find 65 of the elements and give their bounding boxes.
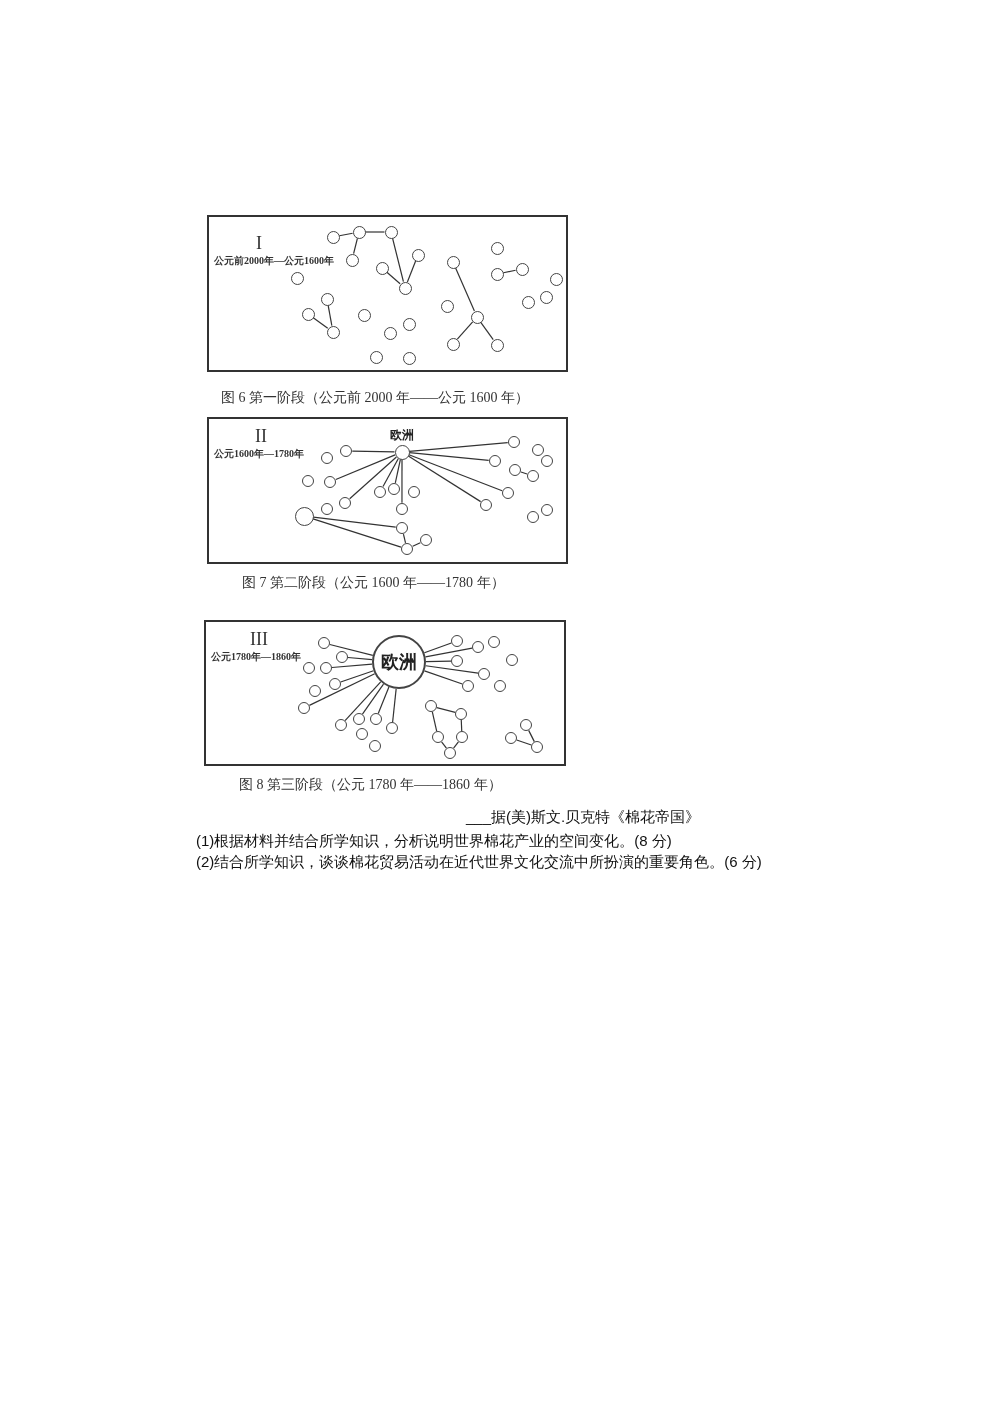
connector-line [382, 457, 399, 488]
connector-line [455, 267, 475, 312]
panel-frame [207, 215, 568, 372]
connector-line [407, 455, 482, 503]
connector-line [423, 642, 452, 654]
connector-line [516, 739, 532, 746]
connector-line [335, 454, 396, 481]
connector-line [327, 304, 333, 327]
connector-line [312, 518, 402, 548]
connector-line [392, 688, 397, 723]
source-citation: ___据(美)斯文.贝克特《棉花帝国》 [466, 808, 701, 826]
connector-line [402, 533, 407, 544]
figure-caption: 图 6 第一阶段（公元前 2000 年——公元 1600 年） [221, 390, 529, 406]
connector-line [460, 719, 463, 732]
connector-line [502, 269, 517, 274]
connector-line [312, 516, 397, 528]
connector-line [351, 450, 396, 453]
connector-line [308, 673, 376, 706]
connector-line [480, 321, 494, 341]
connector-line [347, 656, 373, 661]
connector-line [340, 670, 375, 683]
node-label: 欧洲 [389, 426, 415, 443]
panel-frame [204, 620, 566, 766]
connector-line [408, 452, 490, 461]
connector-line [364, 231, 386, 233]
figure-caption: 图 7 第二阶段（公元 1600 年——1780 年） [242, 575, 505, 591]
figure-caption: 图 8 第三阶段（公元 1780 年——1860 年） [239, 777, 502, 793]
connector-line [528, 729, 535, 743]
connector-line [408, 454, 503, 492]
question-text: (1)根据材料并结合所学知识，分析说明世界棉花产业的空间变化。(8 分) [196, 832, 672, 850]
roman-numeral: II [255, 427, 267, 445]
connector-line [425, 660, 452, 663]
connector-line [453, 741, 459, 749]
labeled-circle: 欧洲 [372, 635, 426, 689]
roman-numeral: I [256, 234, 262, 252]
connector-line [441, 741, 447, 749]
connector-line [424, 647, 473, 658]
connector-line [406, 260, 417, 283]
connector-line [352, 237, 359, 255]
connector-line [377, 686, 390, 715]
connector-line [412, 542, 421, 547]
period-label: 公元1780年—1860年 [211, 651, 301, 663]
connector-line [331, 663, 373, 669]
connector-line [436, 706, 456, 714]
connector-line [401, 458, 403, 504]
connector-line [408, 441, 509, 452]
connector-line [456, 321, 474, 340]
connector-line [425, 665, 479, 674]
connector-line [520, 471, 528, 475]
panel-frame [207, 417, 568, 564]
connector-line [386, 271, 401, 285]
connector-line [344, 681, 382, 722]
connector-line [394, 458, 401, 484]
connector-line [349, 456, 397, 500]
connector-line [391, 237, 405, 283]
roman-numeral: III [250, 630, 268, 648]
question-text: (2)结合所学知识，谈谈棉花贸易活动在近代世界文化交流中所扮演的重要角色。(6 分) [196, 853, 762, 871]
connector-line [329, 643, 374, 656]
connector-line [312, 317, 329, 329]
connector-line [431, 711, 438, 732]
period-label: 公元1600年—1780年 [214, 448, 304, 460]
connector-line [361, 683, 385, 715]
period-label: 公元前2000年—公元1600年 [214, 255, 334, 267]
connector-line [338, 232, 354, 237]
connector-line [423, 670, 463, 685]
